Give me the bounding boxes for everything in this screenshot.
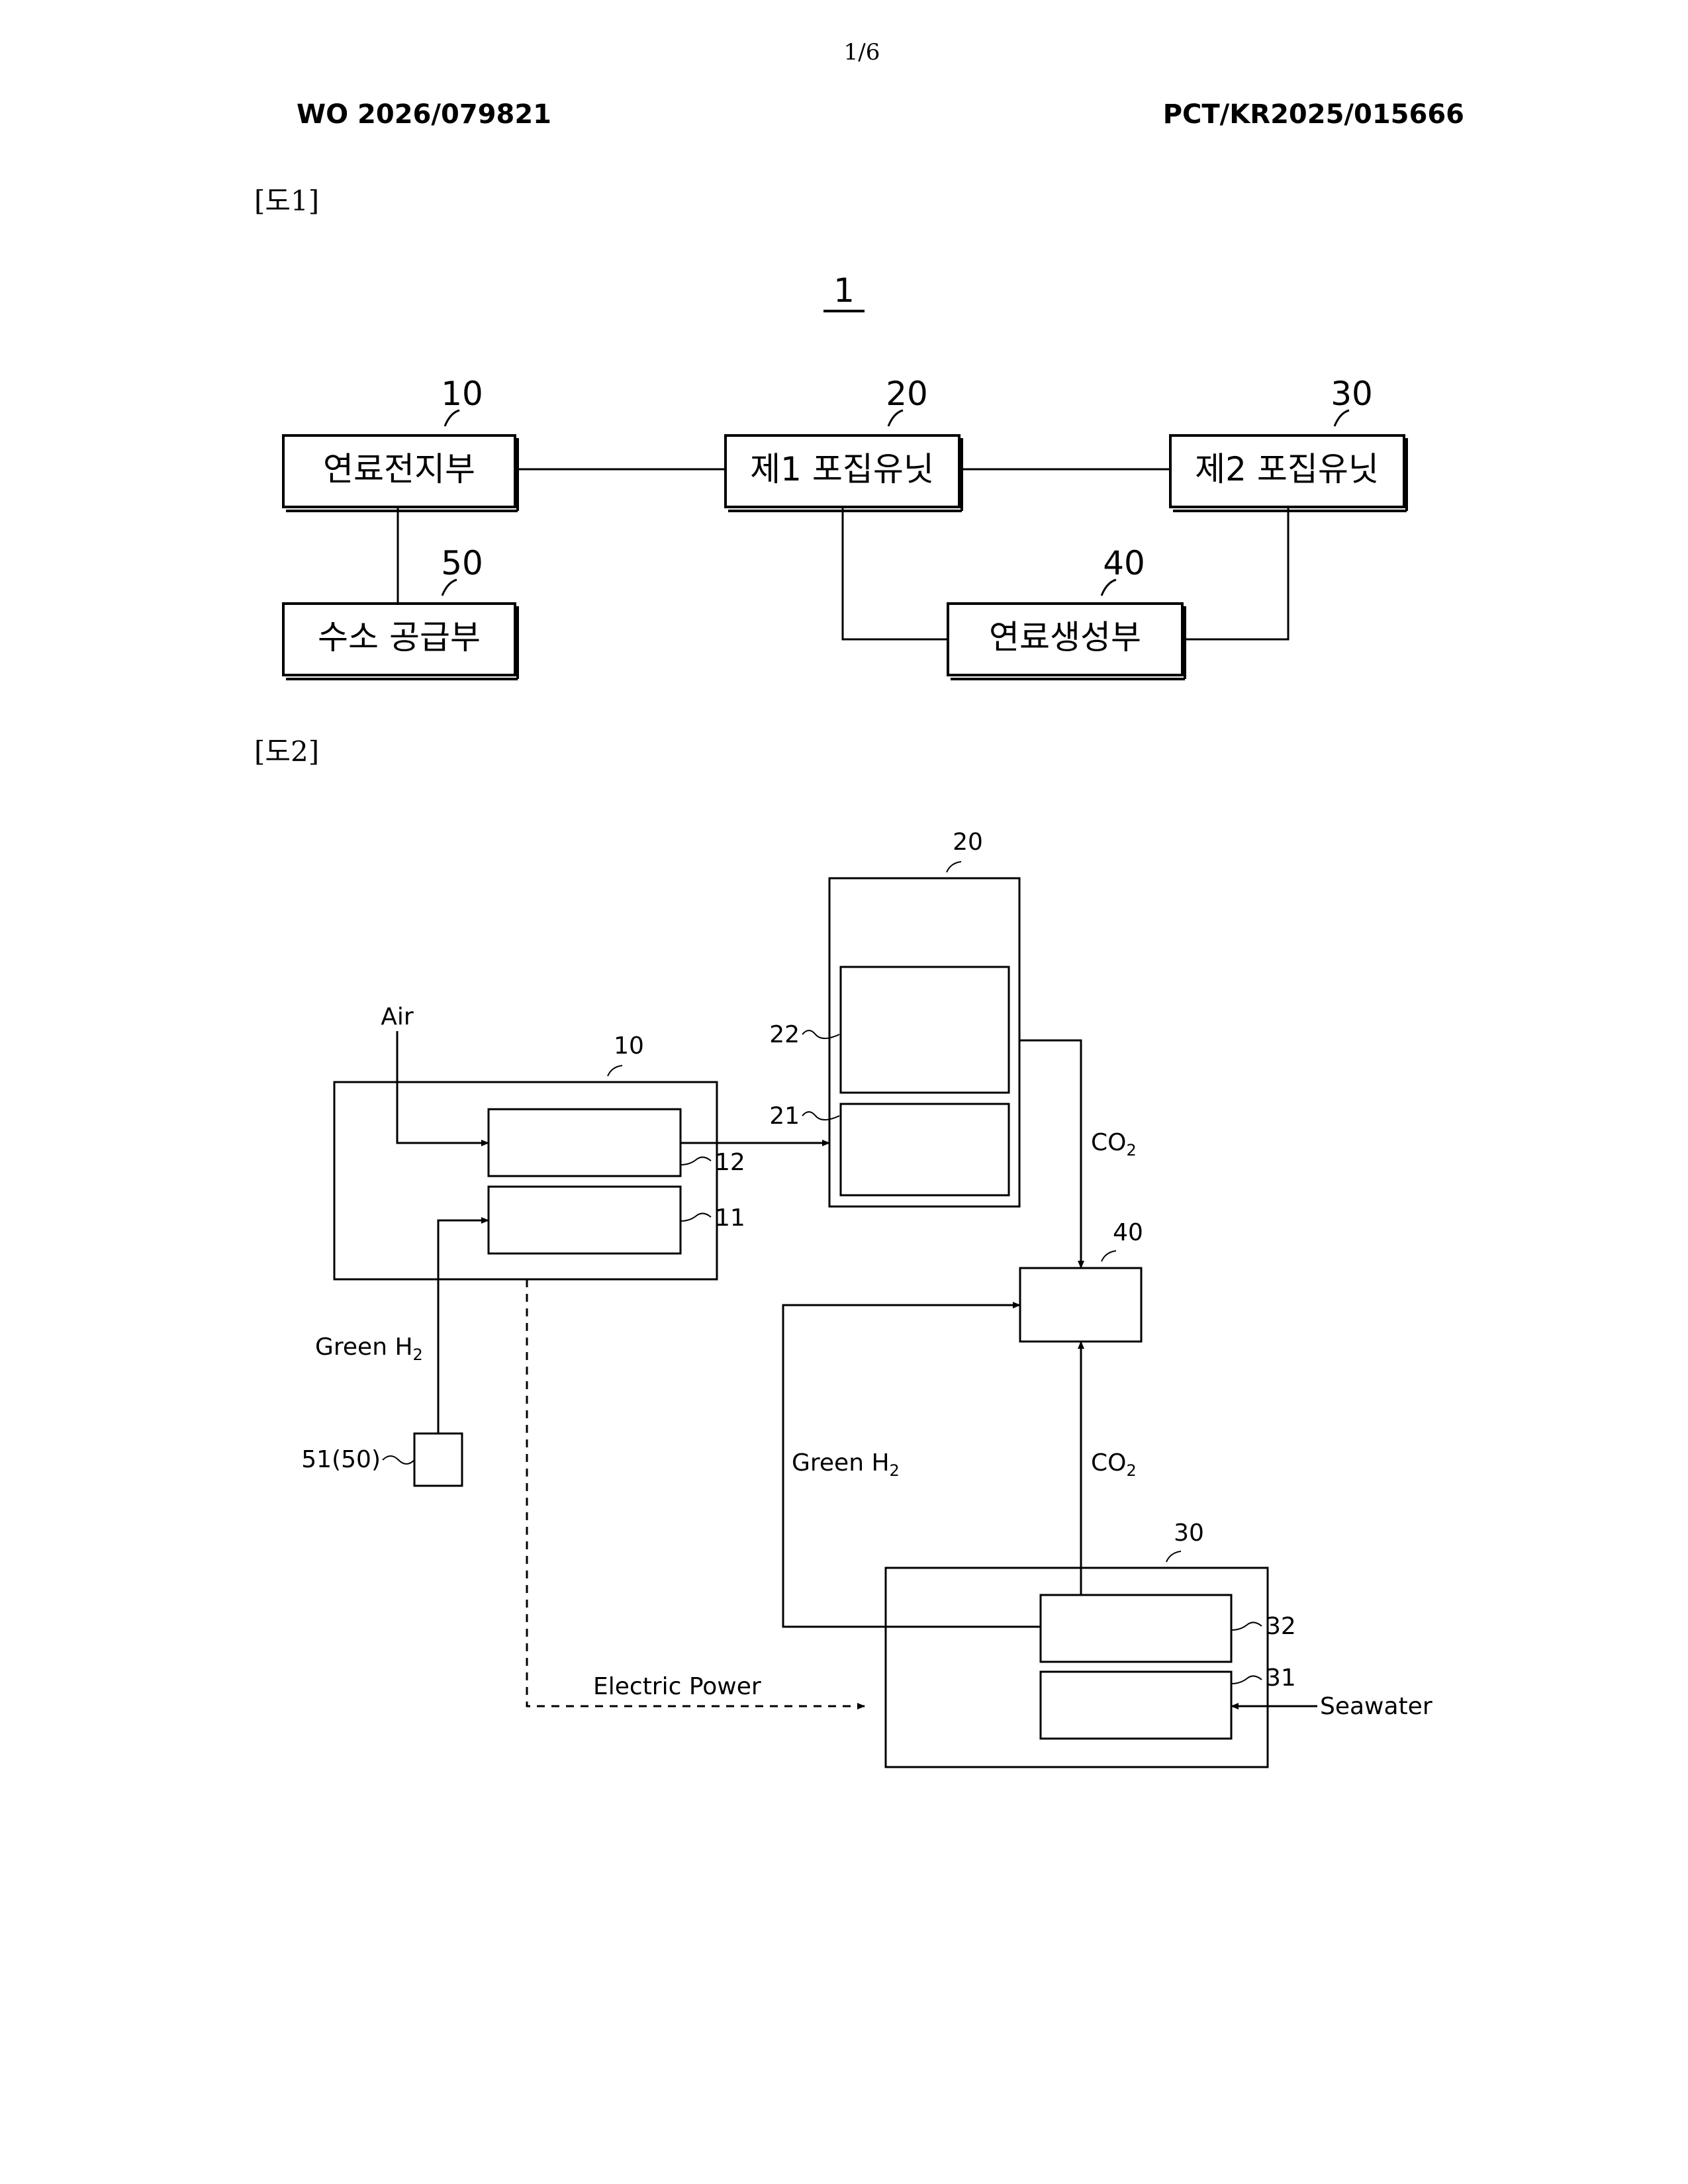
block-label-second-capture: 제2 포집유닛	[1195, 450, 1379, 488]
block-label-hydrogen-supply: 수소 공급부	[318, 618, 481, 657]
air-flow-arrow	[397, 1031, 489, 1143]
co2-from-first-capture-arrow	[1019, 1040, 1081, 1268]
first-capture-unit: 20 22 21	[769, 829, 1019, 1206]
label-co2-bottom: CO2	[1091, 1449, 1137, 1480]
system-reference-number: 1	[833, 271, 855, 310]
label-electric-power: Electric Power	[593, 1673, 761, 1700]
ref-10-fig2: 10	[614, 1032, 644, 1060]
application-number: PCT/KR2025/015666	[1163, 99, 1464, 130]
block-second-capture-unit: 제2 포집유닛 30	[1170, 375, 1407, 511]
ref-40: 40	[1103, 544, 1145, 582]
green-h2-to-fuel-cell-arrow	[438, 1220, 489, 1433]
ref-12: 12	[715, 1149, 745, 1176]
sub-unit-31	[1041, 1672, 1231, 1739]
block-label-fuel-cell: 연료전지부	[323, 450, 475, 488]
label-green-h2-right: Green H2	[792, 1449, 900, 1480]
ref-22: 22	[769, 1021, 800, 1048]
stack-12	[489, 1109, 680, 1176]
ref-20: 20	[886, 375, 928, 413]
block-label-fuel-generation: 연료생성부	[989, 618, 1141, 657]
ref-10: 10	[441, 375, 483, 413]
ref-30: 30	[1331, 375, 1373, 413]
label-green-h2-left: Green H2	[315, 1334, 423, 1364]
hydrogen-source: 51(50)	[301, 1433, 462, 1486]
block-hydrogen-supply: 수소 공급부 50	[283, 544, 518, 679]
sub-unit-32	[1041, 1595, 1231, 1662]
block-first-capture-unit: 제1 포집유닛 20	[726, 375, 962, 511]
block-label-first-capture: 제1 포집유닛	[750, 450, 934, 488]
stack-11	[489, 1187, 680, 1253]
block-fuel-generation: 연료생성부 40	[948, 544, 1185, 679]
ref-51-50: 51(50)	[301, 1446, 381, 1473]
ref-30-fig2: 30	[1174, 1520, 1204, 1547]
ref-31: 31	[1266, 1664, 1296, 1692]
ref-21: 21	[769, 1103, 800, 1130]
second-capture-unit: 30 32 31	[886, 1520, 1296, 1767]
figure2-flows	[397, 1031, 1317, 1706]
figure2-caption: [도2]	[254, 735, 319, 768]
block-fuel-cell: 연료전지부 10	[283, 375, 518, 511]
ref-11: 11	[715, 1205, 745, 1232]
publication-number: WO 2026/079821	[297, 99, 551, 130]
ref-50: 50	[441, 544, 483, 582]
sub-unit-21	[841, 1104, 1009, 1195]
fuel-cell-unit: 10 12 11	[334, 1032, 745, 1279]
label-co2-top: CO2	[1091, 1129, 1137, 1160]
ref-32: 32	[1266, 1613, 1296, 1640]
electric-power-dashed-arrow	[527, 1279, 865, 1706]
sub-unit-22	[841, 967, 1009, 1093]
figure1-caption: [도1]	[254, 185, 319, 217]
ref-20-fig2: 20	[953, 829, 983, 856]
figure1-connectors	[398, 469, 1288, 639]
page-number: 1/6	[844, 39, 880, 66]
ref-40-fig2: 40	[1113, 1219, 1143, 1246]
label-air: Air	[381, 1003, 414, 1030]
label-seawater: Seawater	[1320, 1693, 1432, 1720]
